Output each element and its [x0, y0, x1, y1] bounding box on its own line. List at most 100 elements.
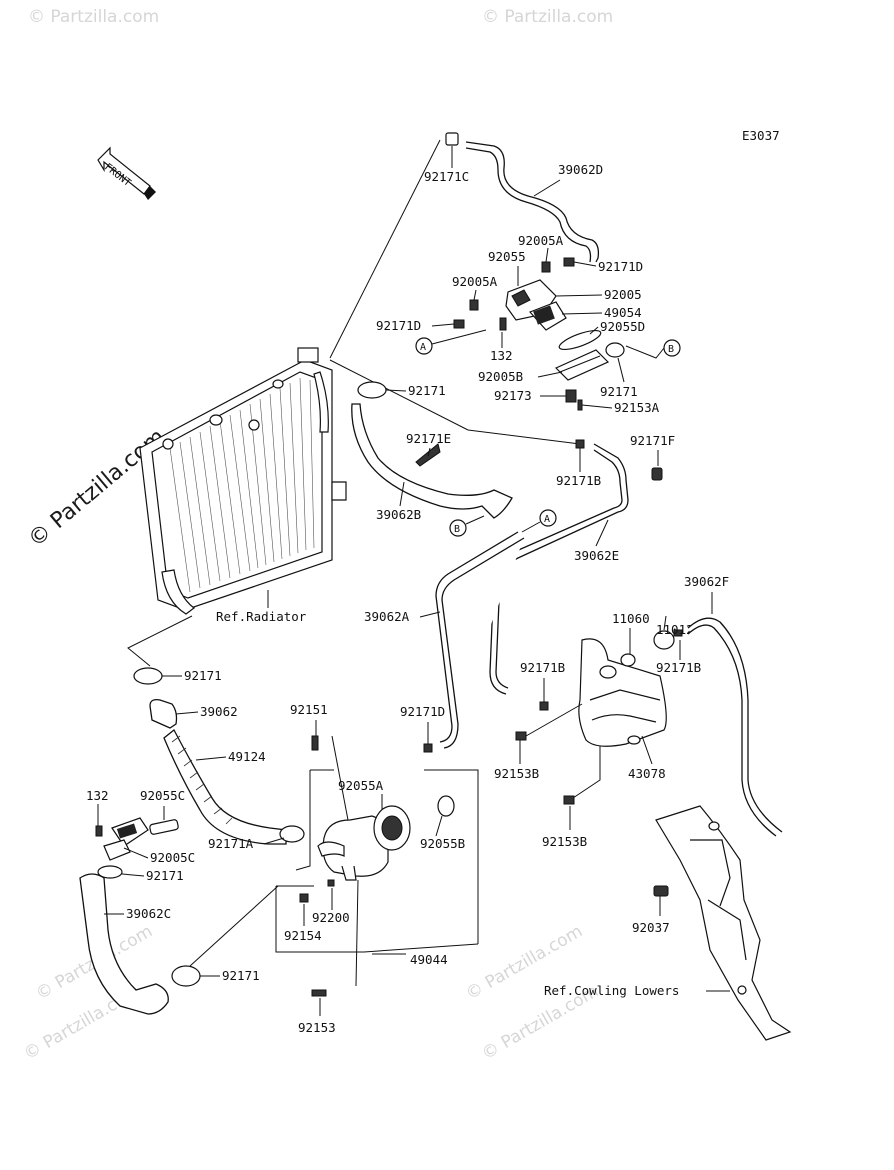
clamp-92171b-right-icon: [673, 629, 683, 637]
label-132-top: 132: [490, 348, 513, 363]
label-92171f: 92171F: [630, 433, 675, 448]
water-pump-49044: [317, 805, 411, 881]
label-39062e: 39062E: [574, 548, 619, 563]
clamp-92171b-left-icon: [539, 701, 549, 711]
callout-a-mid: [539, 509, 557, 527]
label-92153: 92153: [298, 1020, 336, 1035]
bolt-132-lower-icon: [95, 825, 103, 837]
clamp-92171-left-icon: [97, 865, 123, 879]
label-92005a-left: 92005A: [452, 274, 498, 289]
clamp-92171-lower-icon: [133, 667, 163, 685]
callout-a-top-letter: A: [420, 342, 426, 353]
radiator-fins: [169, 377, 315, 593]
bolt-132-top-icon: [499, 317, 507, 331]
bolt-92153-icon: [311, 989, 327, 997]
label-92055a: 92055A: [338, 778, 384, 793]
washer-92200-icon: [327, 879, 335, 887]
label-92171-thermo: 92171: [600, 384, 638, 399]
label-11060: 11060: [612, 611, 650, 626]
label-39062c: 39062C: [126, 906, 171, 921]
diagram-code: E3037: [742, 128, 780, 143]
label-92171-left: 92171: [146, 868, 184, 883]
label-92171d-lower: 92171D: [400, 704, 445, 719]
label-92171-bottom: 92171: [222, 968, 260, 983]
label-92153b-upper: 92153B: [494, 766, 539, 781]
radiator: [139, 347, 347, 615]
bolt-92153b-upper-icon: [515, 731, 527, 741]
label-92171-lower: 92171: [184, 668, 222, 683]
label-39062d: 39062D: [558, 162, 603, 177]
label-43078: 43078: [628, 766, 666, 781]
bolt-92153a-icon: [577, 399, 583, 411]
clamp-92171-upper-icon: [357, 381, 387, 399]
ref-cowling-label: Ref.Cowling Lowers: [544, 983, 679, 998]
fitting-92005c: [103, 817, 149, 861]
label-92171d-left: 92171D: [376, 318, 421, 333]
label-132-lower: 132: [86, 788, 109, 803]
label-92055c: 92055C: [140, 788, 185, 803]
clamp-92171d-lower-icon: [423, 743, 433, 753]
label-92005: 92005: [604, 287, 642, 302]
clamp-92171d-top-icon: [563, 257, 575, 267]
label-39062b: 39062B: [376, 507, 421, 522]
ref-radiator-label: Ref.Radiator: [216, 609, 307, 624]
bolt-92151-icon: [311, 735, 319, 751]
bolt-92154-icon: [299, 893, 309, 903]
callout-a-mid-letter: A: [544, 514, 550, 525]
gasket-92055c-icon: [149, 819, 179, 835]
label-39062: 39062: [200, 704, 238, 719]
label-92171a: 92171A: [208, 836, 254, 851]
label-92171e: 92171E: [406, 431, 451, 446]
cap-92171f-icon: [651, 467, 663, 481]
hose-39062f: [687, 617, 783, 837]
bleed-92005a-left-icon: [469, 299, 479, 311]
washer-11060-icon: [620, 653, 636, 667]
label-92171c: 92171C: [424, 169, 469, 184]
bracket-92173-icon: [565, 389, 577, 403]
callout-a-top: [415, 337, 433, 355]
clamp-92171-bottom-icon: [171, 965, 201, 987]
label-92005a-top: 92005A: [518, 233, 564, 248]
label-92171b-right: 92171B: [656, 660, 701, 675]
label-92005c: 92005C: [150, 850, 195, 865]
label-39062f: 39062F: [684, 574, 729, 589]
label-92171-upper: 92171: [408, 383, 446, 398]
hose-39062e: [489, 443, 629, 695]
clamp-92171c-icon: [445, 132, 459, 146]
cap-11012-icon: [653, 630, 675, 650]
label-49054: 49054: [604, 305, 642, 320]
label-92171d-right: 92171D: [598, 259, 643, 274]
clamp-92171b-mid-icon: [575, 439, 585, 449]
hose-39062d: [465, 141, 600, 263]
label-11012: 11012: [656, 622, 694, 637]
hose-39062a: [435, 531, 525, 749]
label-92005b: 92005B: [478, 369, 523, 384]
cowling-lower: [655, 805, 792, 1041]
label-92153b-lower: 92153B: [542, 834, 587, 849]
label-49124: 49124: [228, 749, 266, 764]
hose-39062b: [351, 403, 513, 519]
thermostat-housing: [505, 279, 610, 381]
label-39062a: 39062A: [364, 609, 410, 624]
label-92173: 92173: [494, 388, 532, 403]
clamp-92171d-left-icon: [453, 319, 465, 329]
front-arrow-icon: FRONT: [97, 146, 156, 200]
label-92055d: 92055D: [600, 319, 645, 334]
label-92171b-left: 92171B: [520, 660, 565, 675]
label-92154: 92154: [284, 928, 322, 943]
label-92200: 92200: [312, 910, 350, 925]
clamp-92171-thermo-icon: [605, 342, 625, 358]
label-92153a: 92153A: [614, 400, 660, 415]
callout-b-top-letter: B: [668, 344, 674, 355]
label-92151: 92151: [290, 702, 328, 717]
clip-92037-icon: [653, 885, 669, 897]
reservoir-tank-43078: [578, 638, 667, 747]
label-49044: 49044: [410, 952, 448, 967]
watermark-top-left: © Partzilla.com: [28, 7, 159, 27]
label-92037: 92037: [632, 920, 670, 935]
bolt-92153b-lower-icon: [563, 795, 575, 805]
watermark-top-right: © Partzilla.com: [482, 7, 613, 27]
label-92171b-mid: 92171B: [556, 473, 601, 488]
hose-39062c: [79, 873, 169, 1015]
